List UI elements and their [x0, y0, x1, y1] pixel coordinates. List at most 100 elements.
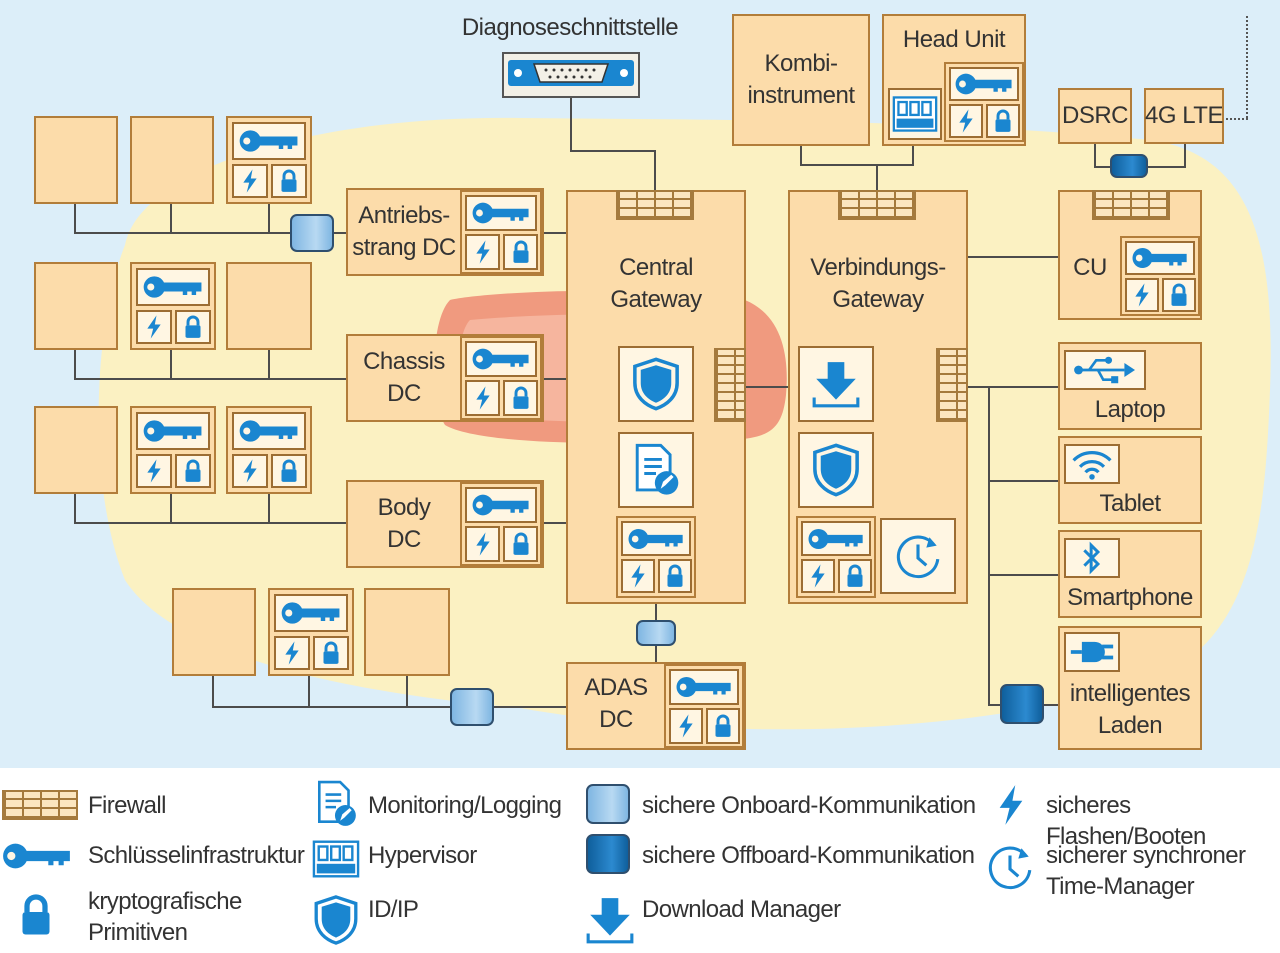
lte-box[interactable]	[1144, 88, 1224, 144]
firewall-icon	[838, 190, 916, 220]
bluetooth-icon	[1079, 541, 1105, 575]
lock-icon	[713, 713, 733, 739]
ecu-security-module[interactable]	[130, 406, 216, 494]
firewall-icon	[1092, 190, 1170, 220]
lock-tile	[658, 559, 692, 593]
legend: Firewall Schlüsselinfrastruktur kryptogr…	[0, 768, 1280, 953]
security-module	[460, 482, 542, 566]
bolt-icon	[808, 563, 828, 589]
legend-firewall: Firewall	[88, 792, 166, 819]
ecu-box[interactable]	[172, 588, 256, 676]
lock-tile	[271, 164, 307, 198]
ecu-security-module[interactable]	[226, 406, 312, 494]
ecu-security-module[interactable]	[268, 588, 354, 676]
key-tile	[801, 521, 871, 556]
lock-tile	[1162, 278, 1196, 312]
hypervisor-tile	[888, 88, 942, 140]
onboard-comm-icon	[636, 620, 676, 646]
ecu-security-module[interactable]	[226, 116, 312, 204]
key-icon	[1130, 245, 1190, 271]
bolt-tile	[669, 708, 703, 744]
lock-tile	[313, 636, 349, 670]
offboard-legend-icon	[586, 834, 630, 874]
bolt-tile	[232, 164, 268, 198]
key-icon	[141, 417, 205, 445]
lock-tile	[503, 526, 538, 562]
lock-tile	[175, 454, 211, 488]
key-icon	[674, 674, 734, 700]
label-chassis-dc: Chassis DC	[363, 348, 445, 407]
firewall-icon	[714, 348, 746, 422]
security-module	[460, 190, 542, 274]
security-module	[664, 664, 744, 748]
security-module	[944, 62, 1024, 142]
key-icon	[953, 71, 1015, 97]
lock-icon	[279, 458, 299, 484]
key-tile	[465, 341, 537, 377]
bolt-icon	[628, 563, 648, 589]
dotted-link	[1222, 118, 1248, 120]
label-smartphone: Smartphone	[1067, 584, 1193, 611]
bolt-icon	[473, 239, 493, 265]
plug-tile	[1064, 632, 1120, 672]
legend-schluesselinfrastruktur: Schlüsselinfrastruktur	[88, 842, 305, 869]
label-cu: CU	[1073, 254, 1107, 281]
ecu-security-module[interactable]	[130, 262, 216, 350]
offboard-comm-icon	[1110, 154, 1148, 178]
lock-icon	[1169, 282, 1189, 308]
lock-tile	[838, 559, 872, 593]
id-ip-tile	[798, 432, 874, 508]
legend-sicheres-flashen: sicheres Flashen/Booten	[1046, 792, 1206, 850]
download-legend-icon	[584, 894, 636, 946]
wifi-tile	[1064, 444, 1120, 484]
lock-icon	[511, 531, 531, 557]
lock-tile	[271, 454, 307, 488]
lock-tile	[175, 310, 211, 344]
time-manager-tile	[880, 518, 956, 594]
lock-tile	[503, 380, 538, 416]
lock-tile	[706, 708, 740, 744]
usb-icon	[1070, 355, 1140, 385]
lock-icon	[183, 458, 203, 484]
security-module	[616, 516, 696, 598]
id-ip-tile	[618, 346, 694, 422]
bolt-icon	[144, 458, 164, 484]
onboard-legend-icon	[586, 784, 630, 824]
ecu-box[interactable]	[130, 116, 214, 204]
firewall-icon	[936, 348, 968, 422]
bolt-tile	[465, 380, 500, 416]
key-icon	[237, 417, 301, 445]
label-body-dc: Body DC	[377, 494, 431, 553]
bolt-icon	[240, 458, 260, 484]
clock-icon	[892, 532, 944, 580]
bolt-icon	[676, 713, 696, 739]
obd-connector[interactable]	[502, 52, 640, 98]
security-module	[460, 336, 542, 420]
bolt-icon	[144, 314, 164, 340]
ecu-box[interactable]	[34, 116, 118, 204]
key-icon	[470, 346, 532, 372]
bolt-tile	[1125, 278, 1159, 312]
legend-offboard: sichere Offboard-Kommunikation	[642, 842, 975, 869]
label-verbindungs-gateway: Verbindungs- Gateway	[810, 254, 946, 313]
bolt-tile	[465, 526, 500, 562]
plug-icon	[1069, 636, 1115, 668]
ecu-box[interactable]	[34, 406, 118, 494]
lock-icon	[279, 168, 299, 194]
ecu-box[interactable]	[34, 262, 118, 350]
lock-icon	[511, 239, 531, 265]
key-tile	[669, 669, 739, 705]
label-4g-lte: 4G LTE	[1145, 102, 1223, 129]
kombiinstrument-box[interactable]	[732, 14, 870, 146]
lock-icon	[993, 108, 1013, 134]
ecu-box[interactable]	[226, 262, 312, 350]
dsrc-box[interactable]	[1058, 88, 1132, 144]
key-tile	[136, 412, 210, 450]
firewall-legend-icon	[2, 790, 78, 820]
label-dsrc: DSRC	[1061, 102, 1129, 129]
legend-hypervisor: Hypervisor	[368, 842, 477, 869]
hypervisor-legend-icon	[312, 838, 360, 880]
ecu-box[interactable]	[364, 588, 450, 676]
bolt-icon	[473, 531, 493, 557]
key-icon	[470, 492, 532, 518]
